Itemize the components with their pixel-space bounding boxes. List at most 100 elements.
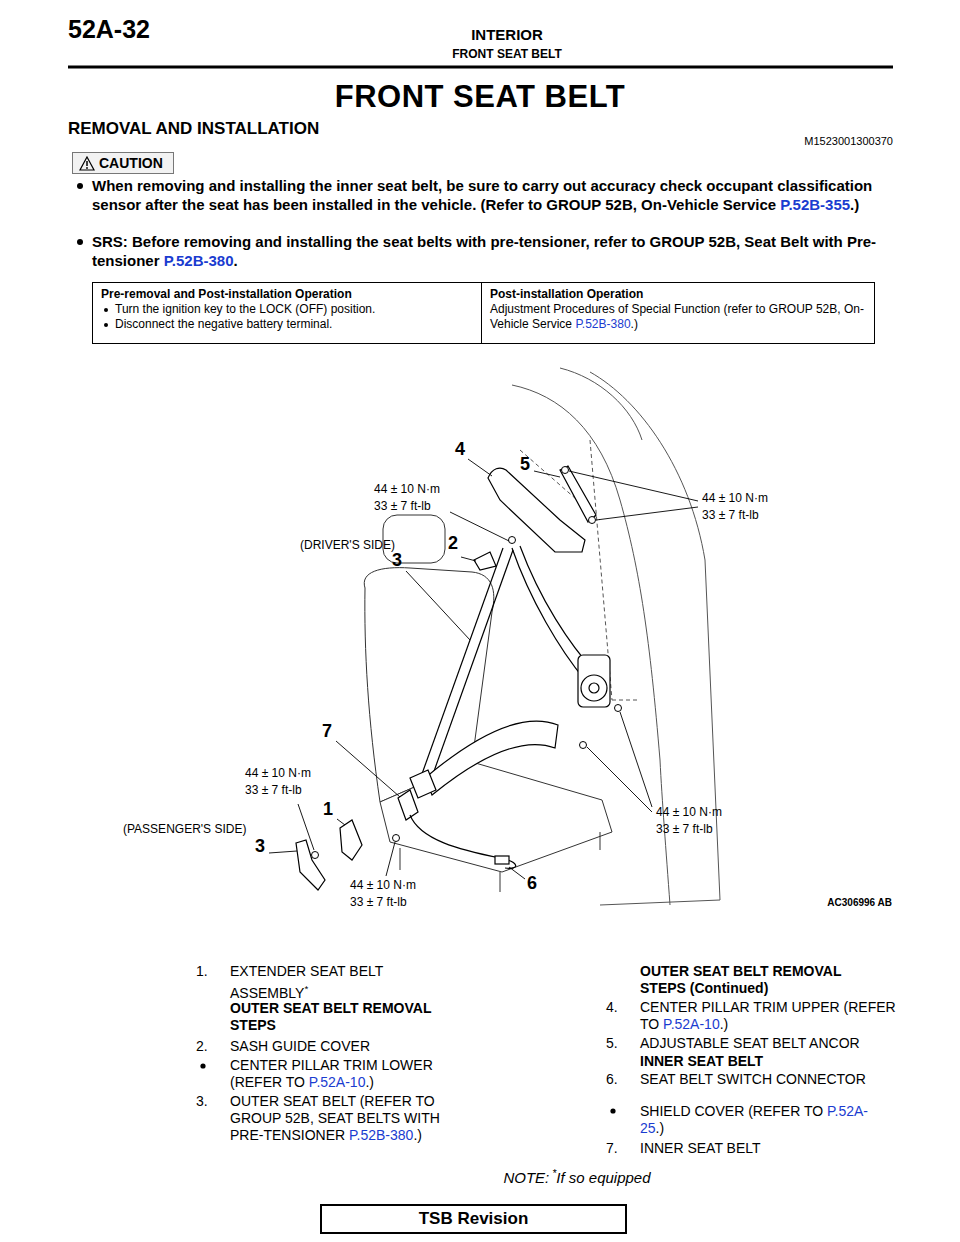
table-cell-text: Disconnect the negative battery terminal… <box>115 317 332 331</box>
section-name-block: INTERIOR <box>471 26 543 44</box>
leader-lines-part <box>620 712 652 807</box>
torque-spec: 33 ± 7 ft-lb <box>245 783 302 797</box>
page-reference: P.52A-10 <box>309 1074 366 1090</box>
group-heading-block: OUTER SEAT BELT REMOVAL STEPS <box>230 1000 455 1034</box>
torque-spec-block: 44 ± 10 N·m <box>374 482 440 496</box>
group-heading-block: OUTER SEAT BELT REMOVAL STEPS (Continued… <box>640 963 860 997</box>
item-number: 7. <box>606 1140 618 1156</box>
vehicle-body-part <box>590 372 720 900</box>
page-number-block: 52A-32 <box>68 14 150 44</box>
leader-lines-part <box>468 459 492 476</box>
bolts-part <box>562 467 569 474</box>
text-row: Turn the ignition key to the LOCK (OFF) … <box>101 302 473 317</box>
document-code-block: M1523001300370 <box>804 135 893 148</box>
item-text: EXTENDER SEAT BELT ASSEMBLY <box>230 963 383 1001</box>
item-number-block: 7. <box>606 1140 618 1157</box>
callout-number-block: 1 <box>323 799 333 821</box>
torque-spec-block: 33 ± 7 ft-lb <box>374 499 431 513</box>
caution-note-block: When removing and installing the inner s… <box>92 176 892 214</box>
outer-seat-belt-part <box>512 548 585 680</box>
page-reference: P.52A-10 <box>663 1016 720 1032</box>
callout-number: 5 <box>520 454 530 474</box>
outer-seat-belt-part <box>425 721 558 795</box>
leader-lines-part <box>509 867 525 879</box>
item-number: 1. <box>196 963 208 979</box>
torque-spec-block: 33 ± 7 ft-lb <box>656 822 713 836</box>
item-text-block: INNER SEAT BELT <box>640 1140 761 1157</box>
outer-seat-belt-part <box>581 675 607 701</box>
torque-spec: 33 ± 7 ft-lb <box>656 822 713 836</box>
bullet-dot <box>104 308 108 312</box>
bolts-part <box>312 852 319 859</box>
inner-seat-belt <box>296 790 516 890</box>
leader-lines <box>269 459 698 879</box>
group-heading: OUTER SEAT BELT REMOVAL STEPS <box>230 1000 431 1033</box>
item-text-block: CENTER PILLAR TRIM UPPER (REFER TOP.52A-… <box>640 999 910 1033</box>
vehicle-body-part <box>512 385 660 760</box>
table-cell-text: Turn the ignition key to the LOCK (OFF) … <box>115 302 375 316</box>
warning-icon <box>79 156 95 171</box>
item-text-block: SHIELD COVER (REFER TOP.52A-25.) <box>640 1103 870 1137</box>
table-cell-text: Adjustment Procedures of Special Functio… <box>490 302 864 331</box>
seat <box>364 515 612 892</box>
revision-box: TSB Revision <box>320 1204 627 1234</box>
cell-heading: Post-installation Operation <box>490 287 643 301</box>
callout-number-block: 6 <box>527 873 537 895</box>
torque-spec: 44 ± 10 N·m <box>374 482 440 496</box>
leader-lines-part <box>269 851 297 853</box>
bolts-part <box>580 742 587 749</box>
inner-seat-belt-part <box>410 815 516 868</box>
leader-lines-part <box>596 507 698 520</box>
caution-note-block: SRS: Before removing and installing the … <box>92 232 892 270</box>
item-number-block: 3. <box>196 1093 208 1110</box>
torque-spec: 33 ± 7 ft-lb <box>702 508 759 522</box>
item-text-block: SEAT BELT SWITCH CONNECTOR <box>640 1071 870 1088</box>
side-label-block: (DRIVER'S SIDE) <box>300 538 395 552</box>
vehicle-body-part <box>600 900 720 905</box>
callout-number: 1 <box>323 799 333 819</box>
item-text-block: ADJUSTABLE SEAT BELT ANCOR <box>640 1035 860 1052</box>
group-heading: OUTER SEAT BELT REMOVAL STEPS (Continued… <box>640 963 841 996</box>
page-title: FRONT SEAT BELT <box>335 78 626 115</box>
caution-note: When removing and installing the inner s… <box>92 177 872 213</box>
leader-lines-part <box>569 471 698 501</box>
note: If so equipped <box>556 1169 650 1186</box>
bolts-part <box>509 537 516 544</box>
text-row: Disconnect the negative battery terminal… <box>101 317 473 332</box>
torque-spec-block: 33 ± 7 ft-lb <box>350 895 407 909</box>
callout-number-block: 2 <box>448 533 458 555</box>
center-pillar-trim-part <box>560 466 596 522</box>
bullet-dots-part <box>77 239 83 245</box>
bullet-dots-part <box>77 183 83 189</box>
subsection-name: FRONT SEAT BELT <box>452 47 562 61</box>
item-text-block: SASH GUIDE COVER <box>230 1038 370 1055</box>
inner-seat-belt-part <box>296 840 325 890</box>
group-heading: INNER SEAT BELT <box>640 1053 763 1069</box>
item-number-block: 1. <box>196 963 208 980</box>
torque-spec-block: 44 ± 10 N·m <box>656 805 722 819</box>
callout-number-block: 3 <box>392 550 402 572</box>
footnote-mark: * <box>304 983 308 994</box>
callout-number-block: 7 <box>322 721 332 743</box>
side-label: (PASSENGER'S SIDE) <box>123 822 246 836</box>
group-heading-block: INNER SEAT BELT <box>640 1053 763 1070</box>
inner-seat-belt-part <box>340 820 362 860</box>
section-name: INTERIOR <box>471 26 543 43</box>
note: NOTE: <box>503 1169 549 1186</box>
item-number: 3. <box>196 1093 208 1109</box>
procedure-heading: REMOVAL AND INSTALLATION <box>68 119 319 138</box>
torque-spec: 44 ± 10 N·m <box>350 878 416 892</box>
bolts-part <box>393 835 400 842</box>
item-number: 6. <box>606 1071 618 1087</box>
revision-box-text: TSB Revision <box>419 1209 529 1228</box>
center-pillar-trim <box>474 466 596 570</box>
item-number-block: 2. <box>196 1038 208 1055</box>
item-text: .) <box>656 1120 665 1136</box>
figure-code: AC306996 AB <box>827 897 892 908</box>
callout-number: 4 <box>455 439 465 459</box>
cell-heading: Pre-removal and Post-installation Operat… <box>101 287 352 301</box>
item-text: .) <box>720 1016 729 1032</box>
warning-mark <box>86 167 88 169</box>
side-label-block: (PASSENGER'S SIDE) <box>123 822 246 836</box>
callout-number: 3 <box>255 836 265 856</box>
